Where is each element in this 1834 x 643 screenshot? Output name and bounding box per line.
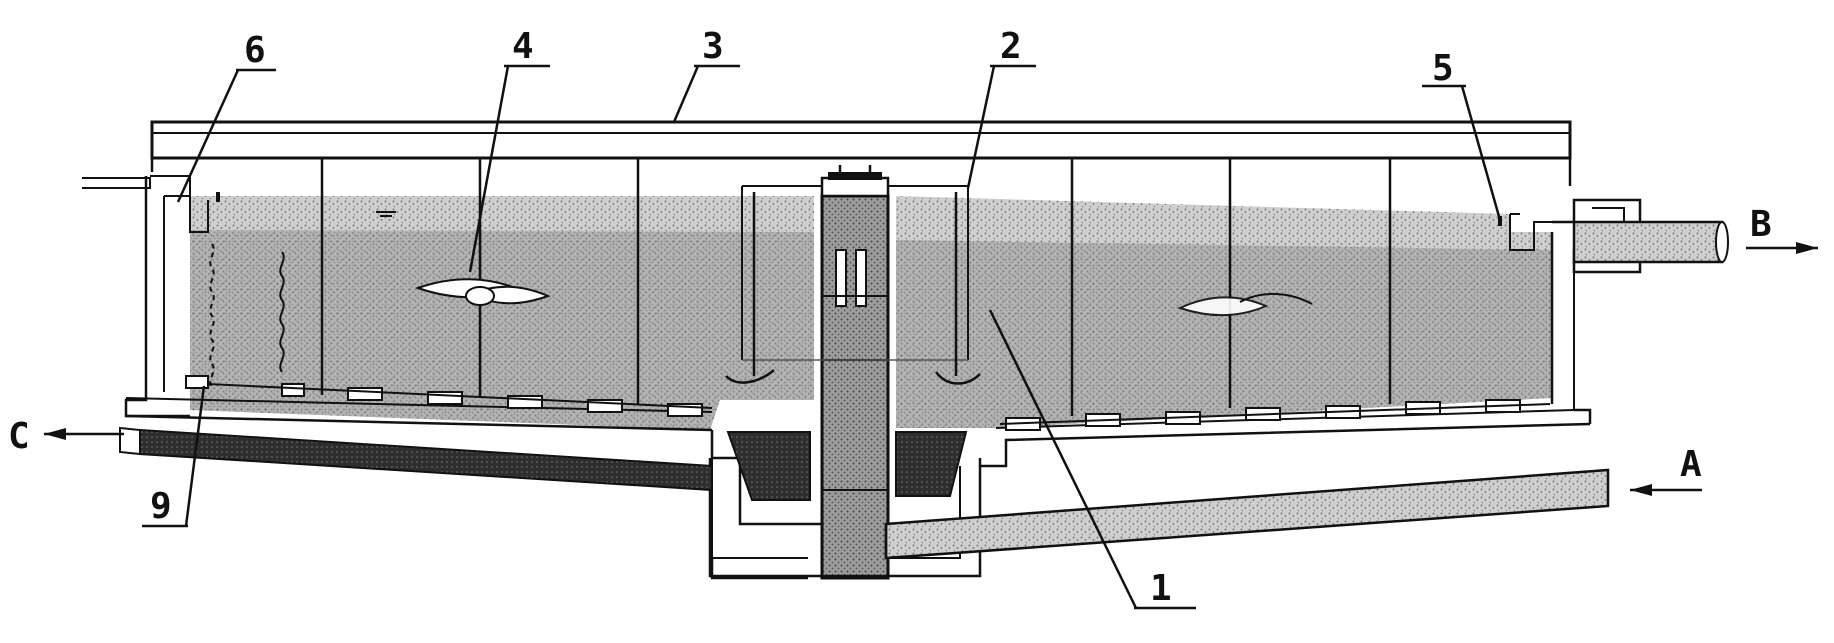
inlet-pipe-a xyxy=(884,468,1610,560)
sludge-hoppers xyxy=(726,431,968,501)
bottom-scrapers xyxy=(185,375,1551,431)
tank-walls xyxy=(82,175,1642,580)
label-a: A xyxy=(1680,444,1702,485)
bridge xyxy=(150,120,1572,186)
label-1: 1 xyxy=(1150,568,1172,609)
label-4: 4 xyxy=(512,26,534,67)
flow-arrows xyxy=(44,242,1818,496)
label-3: 3 xyxy=(702,26,724,67)
wavy-guides xyxy=(209,243,285,389)
label-2: 2 xyxy=(1000,26,1022,67)
label-9: 9 xyxy=(150,486,172,527)
right-tank-liquid xyxy=(896,196,1552,428)
label-b: B xyxy=(1750,204,1772,245)
flow-deflectors xyxy=(414,278,1313,317)
left-tank-liquid xyxy=(190,196,814,430)
feedwell xyxy=(741,185,969,361)
sludge-pipe-c xyxy=(119,426,713,492)
label-6: 6 xyxy=(244,30,266,71)
label-5: 5 xyxy=(1432,48,1454,89)
label-c: C xyxy=(8,416,30,457)
central-column xyxy=(820,165,890,580)
leader-lines xyxy=(142,64,1502,610)
outlet-pipe-b xyxy=(1572,220,1729,264)
rake-rods xyxy=(320,158,1392,416)
